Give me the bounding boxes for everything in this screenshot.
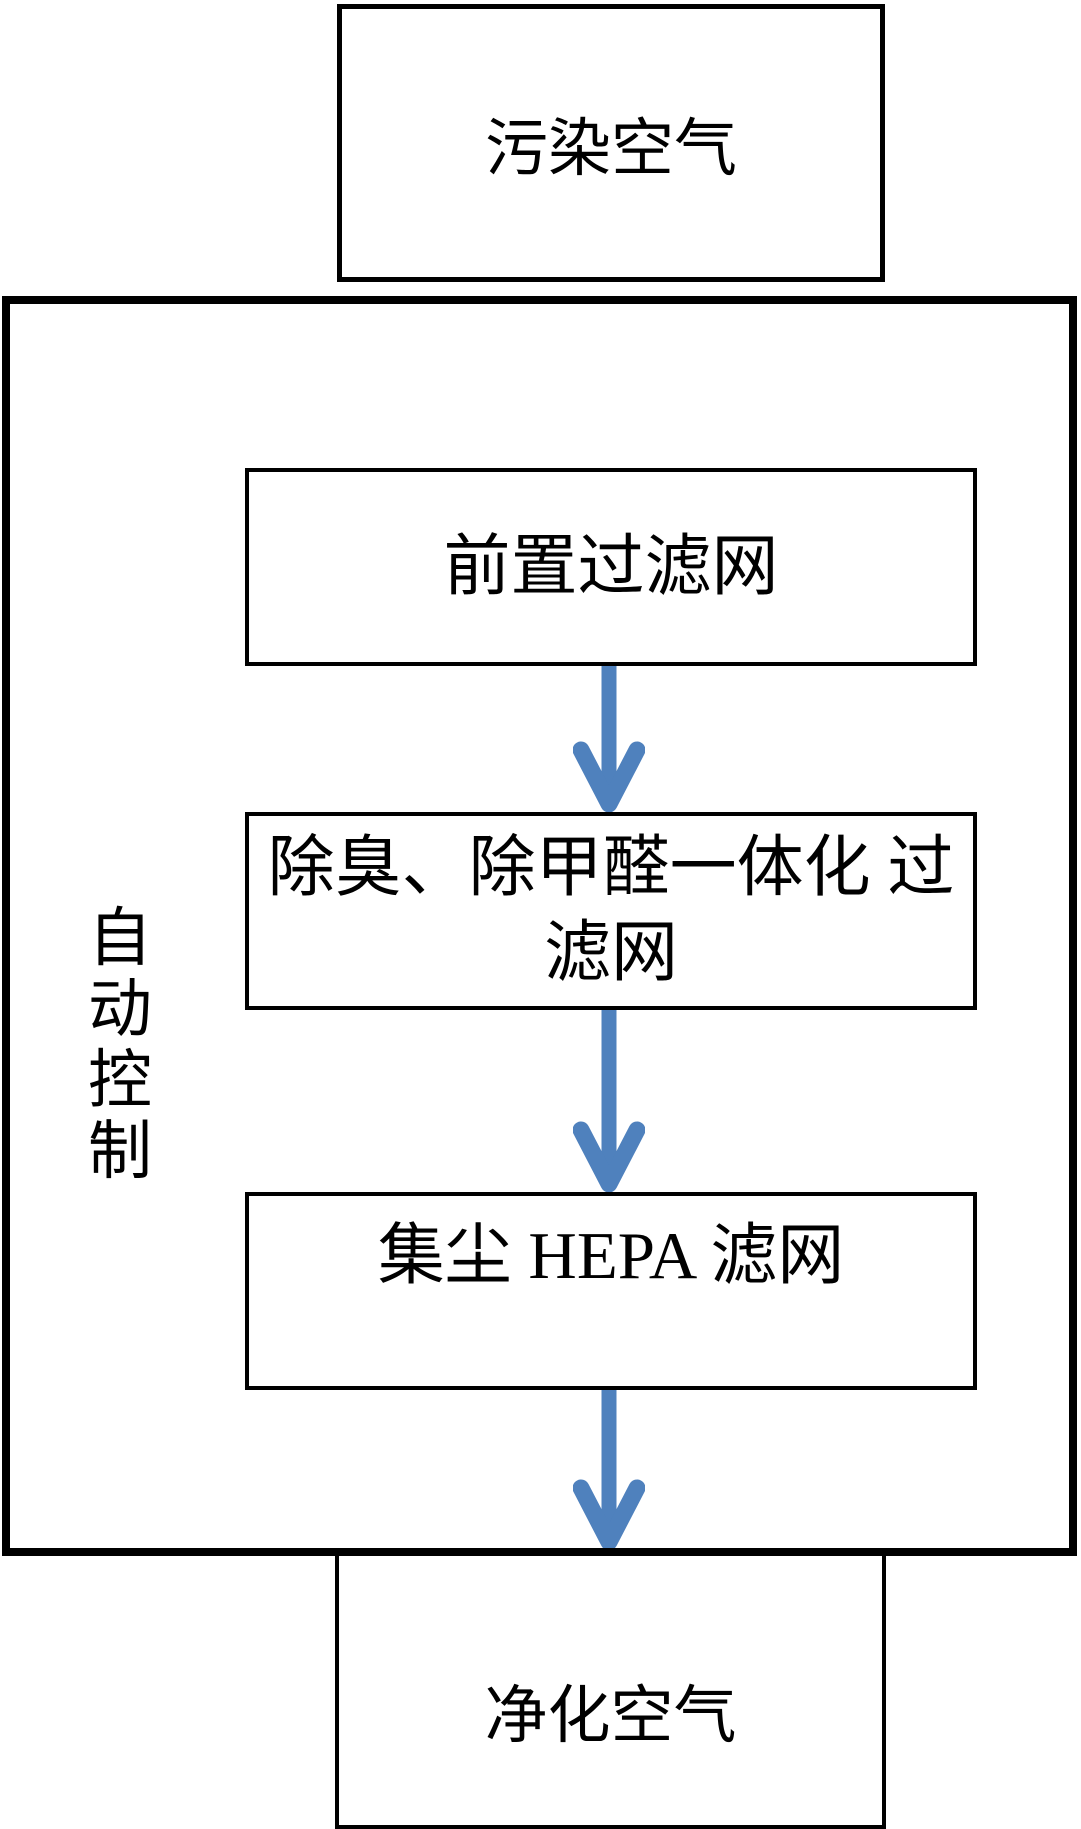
down-arrow-icon-2: [573, 1010, 645, 1192]
down-arrow-icon-1: [573, 666, 645, 812]
pre-filter-label: 前置过滤网: [443, 529, 779, 604]
down-arrow-icon-3: [573, 1390, 645, 1550]
purified-air-label: 净化空气: [484, 1681, 737, 1751]
polluted-air-label: 污染空气: [485, 113, 737, 184]
purified-air-box: 净化空气: [335, 1548, 886, 1829]
deodor-formaldehyde-filter-box: 除臭、除甲醛一体化 过 滤网: [245, 812, 977, 1010]
auto-control-vertical-label: 自动控制: [88, 903, 152, 1187]
hepa-filter-label: 集尘 HEPA 滤网: [377, 1219, 845, 1293]
polluted-air-box: 污染空气: [337, 4, 885, 282]
deodor-filter-line-2: 滤网: [544, 916, 678, 990]
hepa-filter-box: 集尘 HEPA 滤网: [245, 1192, 977, 1390]
pre-filter-box: 前置过滤网: [245, 468, 977, 666]
deodor-filter-line-1: 除臭、除甲醛一体化 过: [267, 831, 955, 905]
